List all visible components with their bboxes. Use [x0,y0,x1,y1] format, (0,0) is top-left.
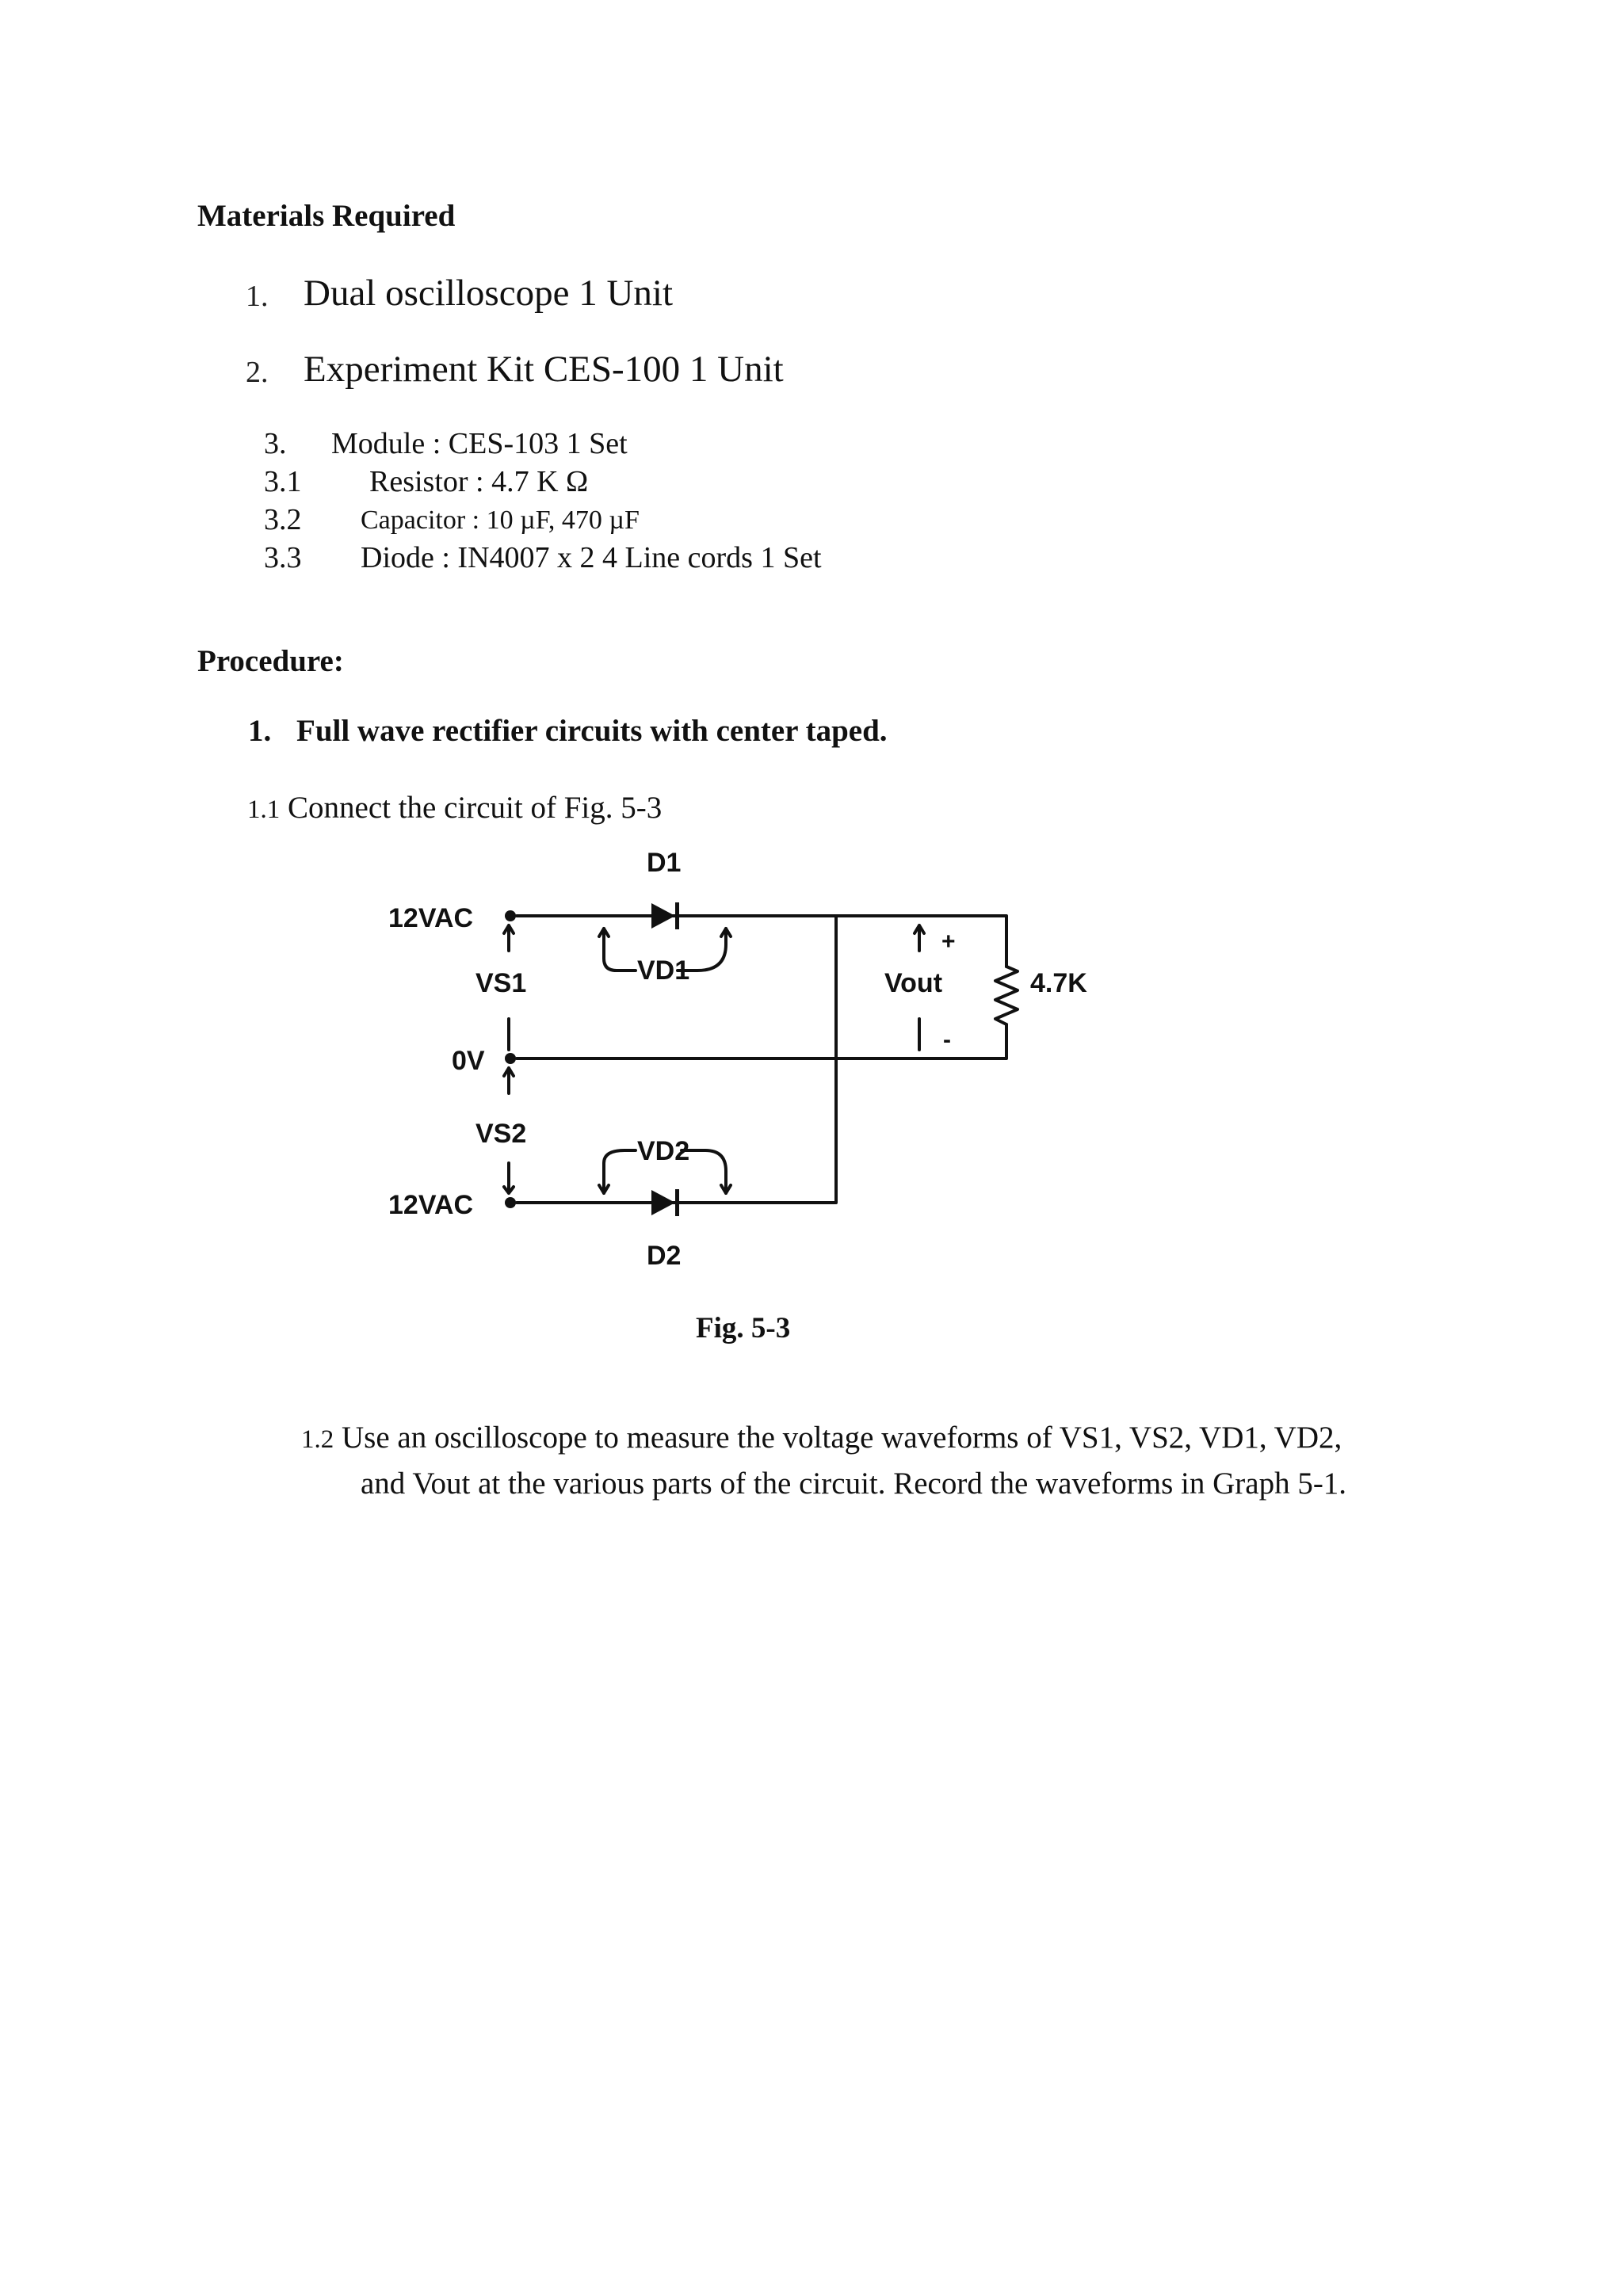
procedure-step-1-2-line-2: and Vout at the various parts of the cir… [361,1466,1347,1501]
procedure-item-1-number: 1. [248,714,272,748]
label-vs2: VS2 [475,1119,526,1149]
materials-item-1-number: 1. [246,280,269,313]
materials-item-2-text: Experiment Kit CES-100 1 Unit [304,349,784,390]
materials-item-1-text: Dual oscilloscope 1 Unit [304,273,674,314]
label-vout: Vout [884,968,942,998]
vd2-bracket-right-arrow [720,1184,732,1195]
materials-item-3-2-number: 3.2 [264,503,302,536]
materials-item-3-1-number: 3.1 [264,465,302,498]
materials-item-3-number: 3. [264,427,287,460]
vd2-bracket-right [680,1149,727,1195]
vd1-bracket-right [676,927,727,972]
materials-item-3-1-text: Resistor : 4.7 K Ω [369,465,589,498]
vd2-bracket-left [602,1149,637,1195]
vs1-arrow-top [502,924,515,952]
resistor-4-7k-symbol [994,965,1019,1026]
procedure-heading: Procedure: [197,644,344,678]
label-vd1: VD1 [637,955,689,986]
terminal-12vac-top [505,910,516,921]
procedure-step-1-2-line-1: 1.2 Use an oscilloscope to measure the v… [301,1420,1342,1455]
step-1-1-text: Connect the circuit of Fig. 5-3 [280,791,663,825]
full-wave-rectifier-circuit-diagram: D1 12VAC VS1 0V VS2 12VAC VD1 VD2 D2 Vou… [388,848,1087,1271]
label-12vac-top: 12VAC [388,903,473,933]
procedure-step-1-1: 1.1 Connect the circuit of Fig. 5-3 [247,790,662,826]
label-minus: - [943,1027,951,1053]
label-plus: + [941,929,956,955]
vd1-bracket-left-arrow [598,927,610,938]
vs2-arrow-bottom [502,1161,515,1195]
label-0v: 0V [452,1046,485,1076]
materials-item-3-text: Module : CES-103 1 Set [331,427,628,460]
procedure-item-1-title: Full wave rectifier circuits with center… [296,714,888,748]
diode-d1-symbol [651,902,679,929]
materials-heading: Materials Required [197,199,456,233]
vout-arrow-top [913,924,926,952]
step-1-1-number: 1.1 [247,795,281,824]
label-12vac-bottom: 12VAC [388,1190,473,1220]
label-d2: D2 [647,1241,681,1271]
materials-item-3-3-text: Diode : IN4007 x 2 4 Line cords 1 Set [361,541,822,574]
label-vs1: VS1 [475,968,526,998]
label-resistor-value: 4.7K [1030,968,1087,998]
bottom-wire [515,914,838,1204]
zero-volt-wire [515,1023,1008,1060]
figure-caption: Fig. 5-3 [696,1312,791,1344]
vs2-arrow-top [502,1066,515,1095]
vd1-bracket-left [602,927,637,972]
materials-item-3-3-number: 3.3 [264,541,302,574]
vd1-bracket-right-arrow [720,927,732,938]
vd2-bracket-left-arrow [598,1184,610,1195]
label-d1: D1 [647,848,681,878]
materials-item-3-2-text: Capacitor : 10 µF, 470 µF [361,505,640,535]
terminal-12vac-bottom [505,1197,516,1208]
output-wire [834,914,1008,968]
step-1-2-number: 1.2 [301,1425,334,1454]
materials-item-2-number: 2. [246,356,269,389]
step-1-2-text-line-1: Use an oscilloscope to measure the volta… [334,1421,1342,1455]
diode-d2-symbol [651,1189,679,1216]
label-vd2: VD2 [637,1136,689,1166]
terminal-0v [505,1053,516,1064]
